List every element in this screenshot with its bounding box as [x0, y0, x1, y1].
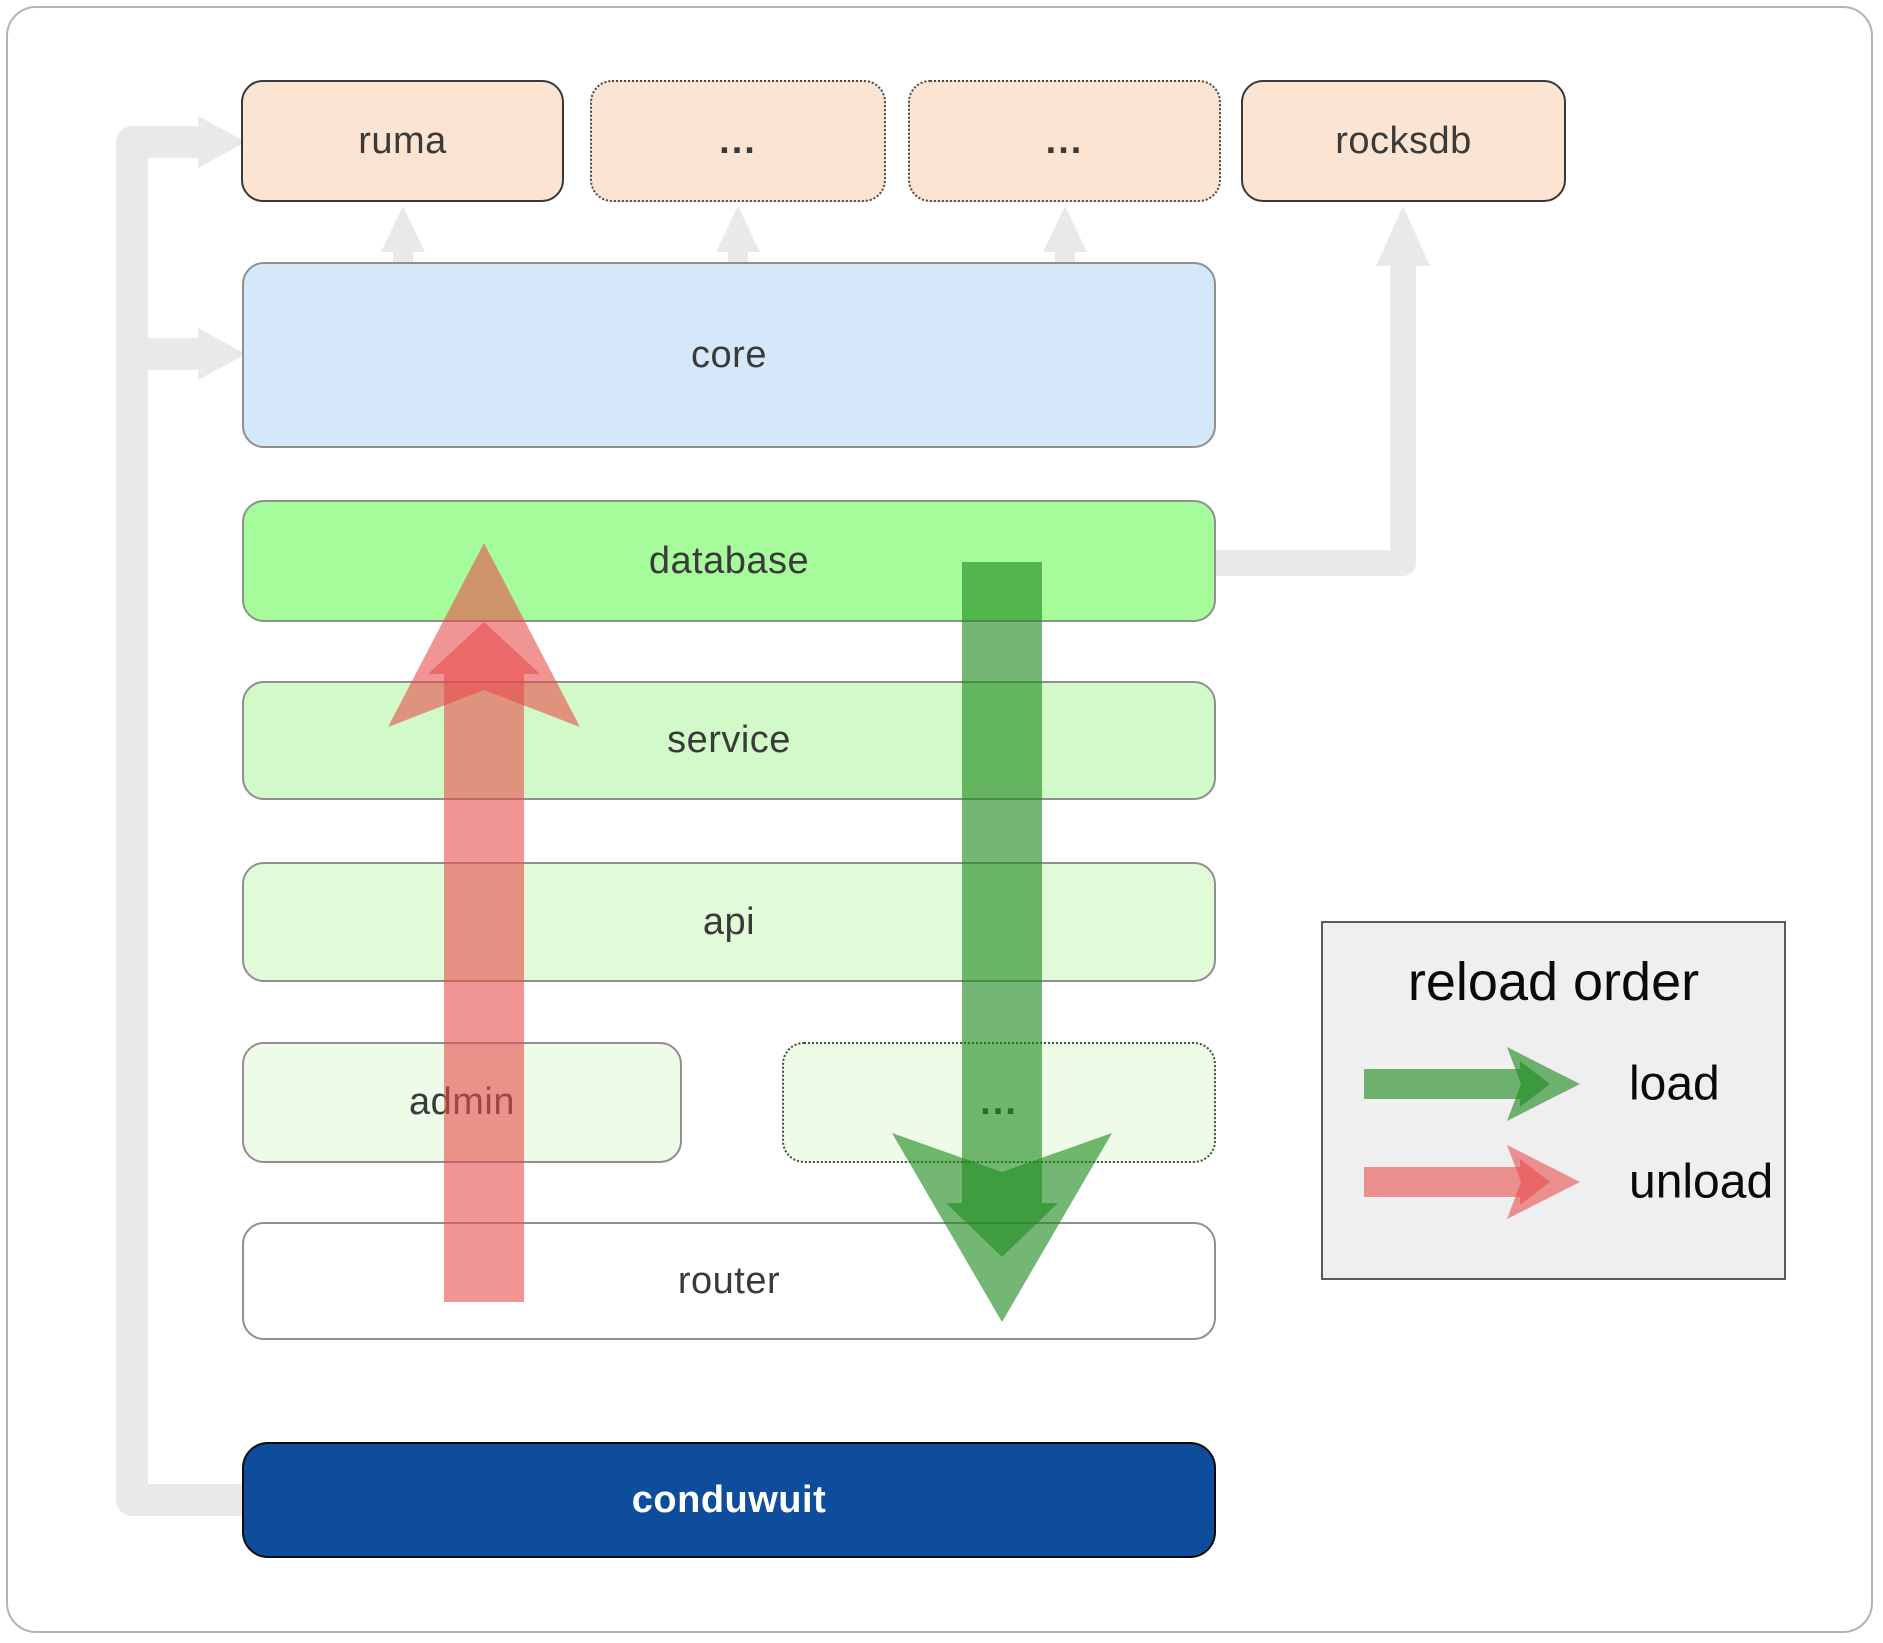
box-conduwuit: conduwuit [242, 1442, 1216, 1558]
box-api: api [242, 862, 1216, 982]
legend-title: reload order [1407, 952, 1700, 1012]
legend-unload-arrow-body-icon [1364, 1159, 1550, 1205]
box-ruma: ruma [241, 80, 564, 202]
legend-load-label: load [1629, 1057, 1720, 1111]
box-service-label: service [667, 719, 791, 761]
box-dependency-1-label: ... [719, 119, 757, 162]
box-rocksdb: rocksdb [1241, 80, 1566, 202]
box-admin-label: admin [409, 1081, 515, 1123]
box-admin-more-label: ... [980, 1081, 1018, 1123]
box-service: service [242, 681, 1216, 800]
box-dependency-2: ... [908, 80, 1221, 202]
legend-load-arrow-head-icon [1507, 1047, 1580, 1121]
box-conduwuit-label: conduwuit [631, 1478, 827, 1521]
box-router-label: router [677, 1259, 781, 1302]
box-admin-more: ... [782, 1042, 1216, 1163]
legend-load-arrow-body-icon [1364, 1061, 1550, 1107]
legend: reload order load unload [1321, 921, 1786, 1280]
box-database: database [242, 500, 1216, 622]
box-dependency-1: ... [590, 80, 886, 202]
box-admin: admin [242, 1042, 682, 1163]
legend-unload-label: unload [1629, 1155, 1774, 1209]
box-database-label: database [648, 539, 810, 582]
box-core-label: core [691, 333, 767, 376]
outer-border [6, 6, 1873, 1633]
legend-unload-arrow-head-icon [1507, 1145, 1580, 1219]
box-api-label: api [702, 900, 756, 943]
box-ruma-label: ruma [358, 119, 447, 162]
box-core: core [242, 262, 1216, 448]
box-dependency-2-label: ... [1045, 119, 1084, 162]
legend-arrows [1364, 1047, 1580, 1219]
box-router: router [242, 1222, 1216, 1340]
box-rocksdb-label: rocksdb [1335, 119, 1472, 162]
